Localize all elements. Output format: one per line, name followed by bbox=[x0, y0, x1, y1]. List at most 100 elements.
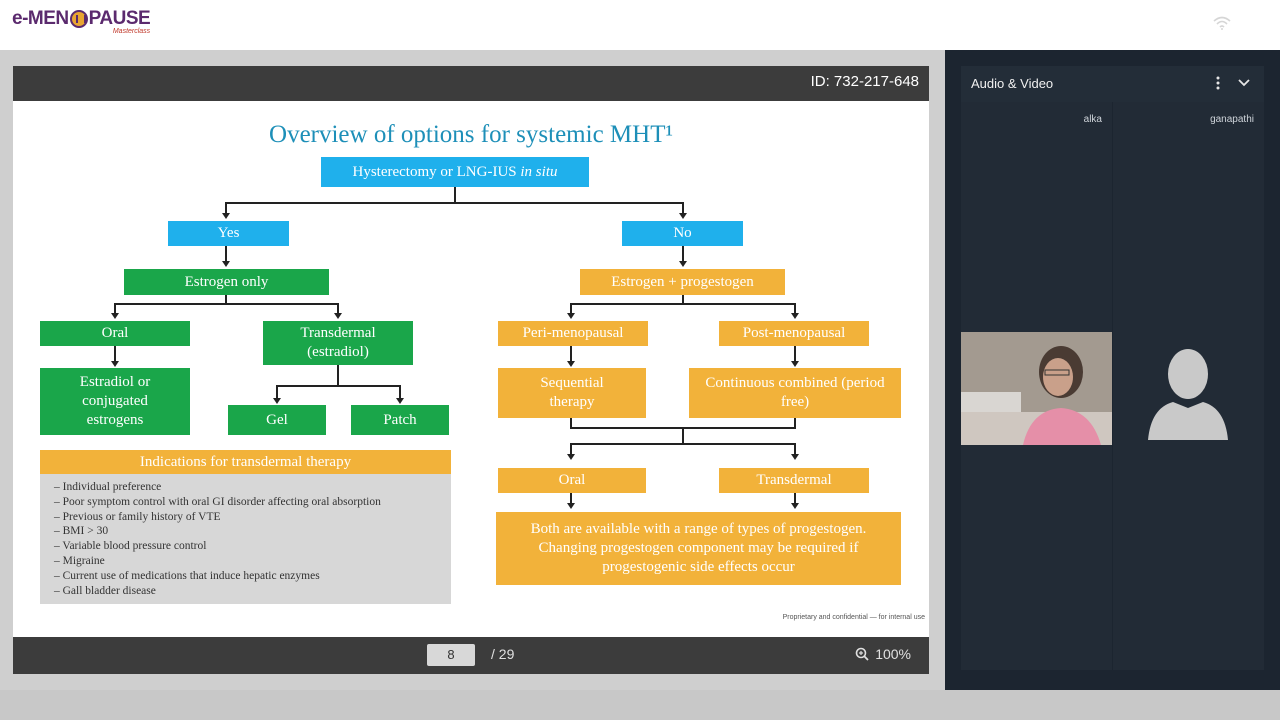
connector bbox=[570, 303, 572, 314]
zoom-control[interactable]: 100% bbox=[855, 646, 911, 662]
user-silhouette-icon bbox=[1148, 349, 1228, 440]
connector bbox=[794, 418, 796, 428]
slide: Overview of options for systemic MHT¹ Hy… bbox=[13, 101, 929, 637]
arrow bbox=[222, 261, 230, 267]
list-item: Previous or family history of VTE bbox=[54, 510, 451, 525]
arrow bbox=[567, 313, 575, 319]
participant-name: ganapathi bbox=[1210, 114, 1254, 125]
participant-video-image bbox=[961, 332, 1112, 445]
yes-node: Yes bbox=[168, 221, 289, 246]
connector bbox=[570, 443, 796, 445]
logo-text-left: e-MEN bbox=[12, 8, 69, 29]
confidential-footnote: Proprietary and confidential — for inter… bbox=[782, 614, 925, 621]
connector bbox=[276, 385, 401, 387]
patch-node: Patch bbox=[351, 405, 449, 435]
page-number-input[interactable]: 8 bbox=[427, 644, 475, 666]
connector bbox=[682, 246, 684, 263]
arrow bbox=[679, 213, 687, 219]
arrow bbox=[111, 313, 119, 319]
arrow bbox=[567, 454, 575, 460]
connector bbox=[454, 187, 456, 203]
root-label: Hysterectomy or LNG-IUS bbox=[352, 163, 517, 180]
root-node: Hysterectomy or LNG-IUS in situ bbox=[321, 157, 589, 187]
transdermal-right-node: Transdermal bbox=[719, 468, 869, 493]
arrow bbox=[791, 313, 799, 319]
connector bbox=[570, 493, 572, 504]
top-bar: e-MEN PAUSE Masterclass bbox=[0, 0, 1280, 50]
participant-tile[interactable]: ganapathi bbox=[1113, 102, 1264, 670]
list-item: Current use of medications that induce h… bbox=[54, 569, 451, 584]
arrow bbox=[791, 503, 799, 509]
connector bbox=[225, 246, 227, 263]
logo-mark-icon bbox=[69, 10, 88, 28]
oral-left-node: Oral bbox=[40, 321, 190, 346]
progestogen-note: Both are available with a range of types… bbox=[496, 512, 901, 585]
peri-menopausal-node: Peri-menopausal bbox=[498, 321, 648, 346]
root-label-italic: in situ bbox=[520, 163, 558, 180]
connector bbox=[794, 493, 796, 504]
arrow bbox=[567, 503, 575, 509]
audio-video-title: Audio & Video bbox=[971, 76, 1054, 91]
connector bbox=[794, 443, 796, 455]
connector bbox=[570, 443, 572, 455]
list-item: Gall bladder disease bbox=[54, 584, 451, 599]
connector bbox=[114, 303, 116, 314]
indications-list: Individual preference Poor symptom contr… bbox=[40, 474, 451, 604]
connector bbox=[399, 385, 401, 399]
meeting-id: ID: 732-217-648 bbox=[810, 73, 919, 90]
connector bbox=[114, 303, 339, 305]
oral-right-node: Oral bbox=[498, 468, 646, 493]
arrow bbox=[679, 261, 687, 267]
bottom-strip bbox=[0, 690, 1280, 720]
connector bbox=[570, 303, 796, 305]
connector bbox=[794, 346, 796, 362]
wifi-icon bbox=[1213, 16, 1231, 30]
zoom-icon[interactable] bbox=[855, 647, 869, 661]
connector bbox=[276, 385, 278, 399]
arrow bbox=[334, 313, 342, 319]
presentation-footer: 8 / 29 100% bbox=[13, 637, 929, 674]
connector bbox=[682, 427, 684, 443]
connector bbox=[114, 346, 116, 362]
list-item: Migraine bbox=[54, 554, 451, 569]
no-node: No bbox=[622, 221, 743, 246]
participant-video bbox=[961, 332, 1112, 445]
audio-video-panel: Audio & Video alka ganapathi bbox=[945, 50, 1280, 690]
connector bbox=[337, 303, 339, 314]
list-item: Poor symptom control with oral GI disord… bbox=[54, 495, 451, 510]
audio-video-header: Audio & Video bbox=[961, 66, 1264, 102]
continuous-combined-node: Continuous combined (period free) bbox=[689, 368, 901, 418]
post-menopausal-node: Post-menopausal bbox=[719, 321, 869, 346]
arrow bbox=[567, 361, 575, 367]
participant-tile[interactable]: alka bbox=[961, 102, 1112, 670]
app-logo: e-MEN PAUSE Masterclass bbox=[12, 8, 151, 44]
estradiol-node: Estradiol or conjugated estrogens bbox=[40, 368, 190, 435]
presentation-header: ID: 732-217-648 bbox=[13, 66, 929, 101]
connector bbox=[337, 365, 339, 385]
arrow bbox=[791, 361, 799, 367]
list-item: Individual preference bbox=[54, 480, 451, 495]
presentation-viewer: ID: 732-217-648 Overview of options for … bbox=[13, 66, 929, 674]
transdermal-left-node: Transdermal (estradiol) bbox=[263, 321, 413, 365]
arrow bbox=[222, 213, 230, 219]
arrow bbox=[273, 398, 281, 404]
connector bbox=[570, 418, 572, 428]
slide-title: Overview of options for systemic MHT¹ bbox=[269, 121, 673, 148]
connector bbox=[794, 303, 796, 314]
list-item: Variable blood pressure control bbox=[54, 539, 451, 554]
zoom-level: 100% bbox=[875, 646, 911, 662]
connector bbox=[225, 202, 227, 214]
participant-name: alka bbox=[1083, 114, 1102, 125]
logo-text-right: PAUSE bbox=[88, 8, 151, 29]
gel-node: Gel bbox=[228, 405, 326, 435]
arrow bbox=[396, 398, 404, 404]
logo-subtitle: Masterclass bbox=[112, 28, 151, 35]
estrogen-progestogen-node: Estrogen + progestogen bbox=[580, 269, 785, 295]
connector bbox=[570, 346, 572, 362]
chevron-down-icon[interactable] bbox=[1238, 78, 1250, 88]
list-item: BMI > 30 bbox=[54, 524, 451, 539]
connector bbox=[682, 202, 684, 214]
more-vertical-icon[interactable] bbox=[1216, 75, 1220, 91]
connector bbox=[682, 295, 684, 304]
connector bbox=[225, 295, 227, 304]
